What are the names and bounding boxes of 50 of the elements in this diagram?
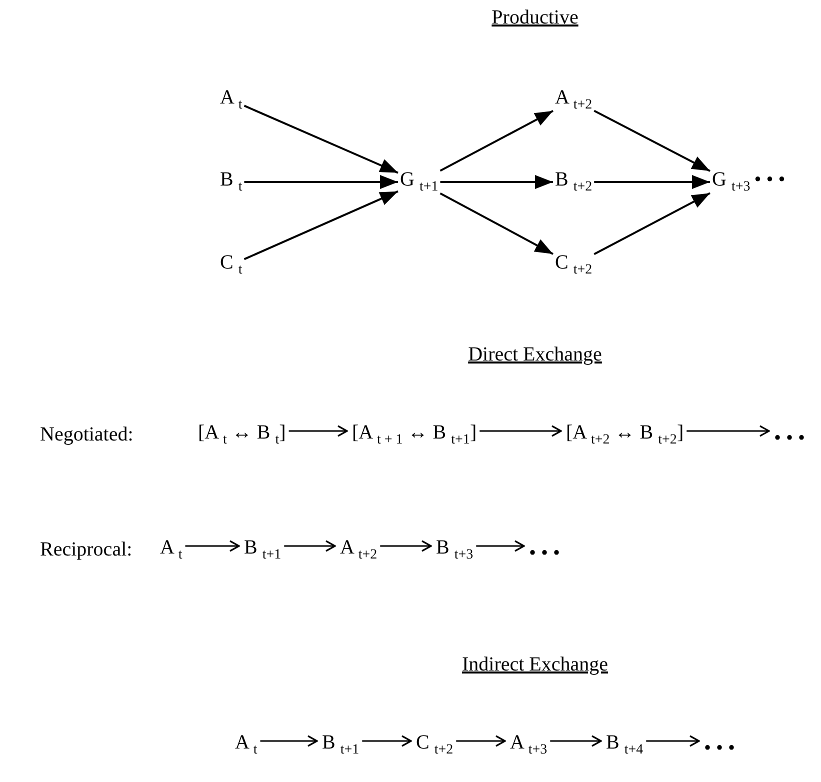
variable-text: A $_{t}$ xyxy=(220,86,242,109)
arrow xyxy=(594,192,710,256)
variable-text: C $_{t}$ xyxy=(220,252,242,274)
arrow xyxy=(244,104,398,174)
variable-text: C $_{t+2}$ xyxy=(555,252,592,274)
variable-text: B $_{t+2}$ xyxy=(555,168,592,191)
ellipsis-text: • • • xyxy=(774,427,806,449)
arrow xyxy=(440,192,554,255)
variable-text: [A $_{t}$ ↔ B $_{t}$] xyxy=(198,422,286,444)
variable-text: G $_{t+3}$ xyxy=(712,168,750,191)
arrow xyxy=(594,175,710,189)
arrow xyxy=(456,735,506,747)
ellipsis-text: • • • xyxy=(754,168,786,191)
arrow xyxy=(646,735,700,747)
variable-text: B $_{t+3}$ xyxy=(436,536,474,559)
section-heading: Indirect Exchange xyxy=(462,654,608,676)
arrow xyxy=(260,735,318,747)
variable-text: A $_{t+2}$ xyxy=(340,536,378,559)
variable-text: A $_{t+2}$ xyxy=(555,86,592,109)
arrow xyxy=(440,175,553,189)
arrow xyxy=(686,425,770,437)
arrow xyxy=(476,540,525,552)
variable-text: [A $_{t+2}$ ↔ B $_{t+2}$] xyxy=(566,422,684,444)
variable-text: C $_{t+2}$ xyxy=(416,732,454,754)
variable-text: B $_{t}$ xyxy=(220,168,242,191)
variable-text: A $_{t}$ xyxy=(235,732,258,754)
arrow xyxy=(550,735,602,747)
variable-text: B $_{t+4}$ xyxy=(606,732,644,754)
arrow xyxy=(288,425,348,437)
section-heading: Direct Exchange xyxy=(468,344,602,366)
arrow xyxy=(480,425,562,437)
ellipsis-text: • • • xyxy=(529,542,560,564)
arrow xyxy=(594,110,710,172)
arrow xyxy=(362,735,412,747)
row-label: Negotiated: xyxy=(40,424,134,446)
arrow xyxy=(440,110,554,172)
variable-text: A $_{t}$ xyxy=(160,536,182,559)
arrow xyxy=(244,190,398,260)
variable-text: [A $_{t + 1}$ ↔ B $_{t+1}$] xyxy=(352,422,477,444)
row-label: Reciprocal: xyxy=(40,538,132,562)
variable-text: B $_{t+1}$ xyxy=(244,536,282,559)
variable-text: A $_{t+3}$ xyxy=(510,732,548,754)
variable-text: B $_{t+1}$ xyxy=(322,732,360,754)
arrow xyxy=(185,540,240,552)
arrow xyxy=(244,175,398,189)
arrow xyxy=(380,540,432,552)
ellipsis-text: • • • xyxy=(704,737,736,759)
variable-text: G $_{t+1}$ xyxy=(400,168,438,191)
section-heading: Productive xyxy=(492,6,578,30)
arrow xyxy=(284,540,336,552)
